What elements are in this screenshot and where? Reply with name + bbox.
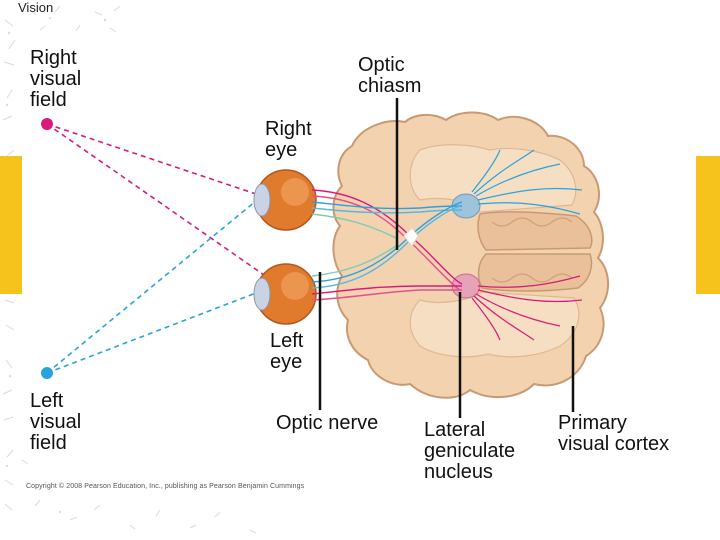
right-visual-field-label: Right visual field — [30, 47, 82, 111]
optic-nerve-label: Optic nerve — [276, 412, 379, 434]
right-visual-field-dot — [41, 118, 53, 130]
accent-tab-left — [0, 156, 22, 294]
optic-chiasm-label: Optic chiasm — [358, 54, 422, 97]
primary-visual-cortex-label: Primary visual cortex — [558, 412, 670, 455]
left-eye-label: Left eye — [270, 330, 304, 373]
right-eye-globe — [253, 169, 317, 231]
section-title: Vision — [18, 0, 54, 15]
right-eye-label: Right eye — [265, 118, 312, 161]
left-visual-field-label: Left visual field — [30, 390, 82, 454]
left-eye-globe — [253, 263, 317, 325]
lateral-geniculate-nucleus-label: Lateral geniculate nucleus — [424, 419, 516, 483]
accent-tab-right — [696, 156, 720, 294]
left-visual-field-dot — [41, 367, 53, 379]
copyright-notice: Copyright © 2008 Pearson Education, Inc.… — [26, 483, 305, 490]
